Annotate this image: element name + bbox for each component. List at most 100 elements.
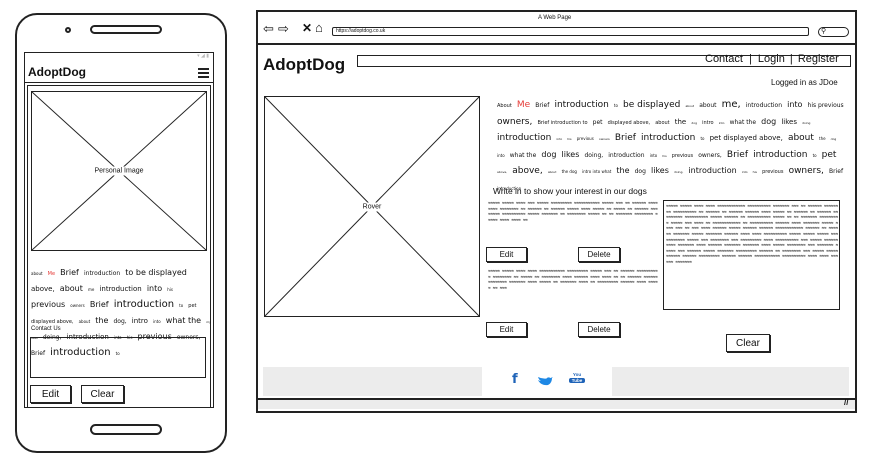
bio-word: introduction bbox=[753, 149, 808, 160]
bio-word: his bbox=[752, 170, 757, 174]
bio-word: About bbox=[497, 103, 512, 109]
bio-word: his bbox=[567, 137, 572, 141]
bio-word: to bbox=[115, 351, 120, 356]
bio-word: into bbox=[787, 100, 803, 109]
bio-word: above, bbox=[497, 170, 508, 174]
bio-word: introduction bbox=[497, 185, 522, 191]
bio-word: into bbox=[497, 152, 505, 158]
phone-logo[interactable]: AdoptDog bbox=[28, 65, 86, 79]
bio-word: the bbox=[95, 316, 109, 325]
bio-word: introduction bbox=[50, 347, 111, 358]
interest-message-2: ≈≈≈≈≈ ≈≈≈≈≈ ≈≈≈≈ ≈≈≈≈ ≈≈≈≈≈≈≈≈≈≈≈ ≈≈≈≈≈≈… bbox=[488, 268, 658, 290]
dog-bio-text: About Me Brief introduction to be displa… bbox=[497, 96, 849, 195]
youtube-icon[interactable]: You Tube bbox=[569, 372, 585, 388]
bio-word: previous bbox=[137, 332, 172, 341]
hamburger-menu-icon[interactable] bbox=[198, 68, 209, 78]
resize-grip-icon[interactable]: // bbox=[844, 398, 849, 407]
phone-contact-textarea[interactable] bbox=[30, 337, 206, 378]
bio-word: introduction bbox=[113, 299, 175, 310]
nav-separator: | bbox=[789, 53, 793, 65]
phone-camera bbox=[65, 27, 71, 33]
bio-word: about bbox=[787, 133, 814, 143]
bio-word: about bbox=[31, 271, 43, 276]
bio-word: dog bbox=[541, 149, 557, 159]
site-nav-bar bbox=[357, 55, 851, 67]
bio-word: above, bbox=[512, 166, 543, 176]
bio-word: introduction bbox=[688, 166, 737, 175]
bio-word: introduction bbox=[83, 270, 121, 277]
phone-edit-button[interactable]: Edit bbox=[30, 385, 71, 403]
address-bar[interactable]: https://adoptdog.co.uk bbox=[332, 27, 809, 36]
site-logo[interactable]: AdoptDog bbox=[263, 55, 346, 74]
bio-word: likes bbox=[781, 117, 797, 126]
nav-contact-link[interactable]: Contact bbox=[705, 53, 743, 65]
dog-image-label: Rover bbox=[360, 202, 384, 211]
phone-image-label: Personal Image bbox=[92, 166, 146, 176]
bio-word: me bbox=[87, 287, 95, 292]
bio-word: introduction bbox=[99, 285, 142, 293]
nav-register-link[interactable]: Register bbox=[797, 53, 839, 65]
bio-word: into bbox=[556, 137, 563, 141]
clear-button[interactable]: Clear bbox=[726, 334, 770, 352]
bio-word: displayed above, bbox=[607, 119, 651, 126]
phone-status-bar: ▾ ◢ ▮ bbox=[197, 53, 209, 59]
bio-word: Me bbox=[47, 271, 56, 277]
bio-word: doing bbox=[802, 120, 811, 125]
browser-search-box[interactable]: ⚲ bbox=[818, 27, 849, 37]
back-arrow-icon[interactable]: ⇦ bbox=[263, 21, 274, 36]
bio-word: into bbox=[153, 319, 161, 324]
bio-word: introduction bbox=[554, 100, 609, 110]
bio-word: above, bbox=[31, 285, 55, 293]
delete-button[interactable]: Delete bbox=[578, 322, 620, 337]
bio-word: Me bbox=[516, 100, 531, 110]
twitter-icon[interactable] bbox=[537, 374, 553, 386]
home-icon[interactable]: ⌂ bbox=[315, 20, 323, 35]
interest-textarea[interactable]: ≈≈≈≈≈ ≈≈≈≈≈ ≈≈≈≈ ≈≈≈≈ ≈≈≈≈≈≈≈≈≈≈≈≈ ≈≈≈≈≈… bbox=[663, 200, 840, 310]
bio-word: previous bbox=[31, 300, 66, 309]
bio-word: introduction bbox=[608, 151, 645, 159]
phone-personal-image: Personal Image bbox=[31, 91, 207, 251]
bio-word: previous bbox=[762, 169, 784, 175]
dog-image: Rover bbox=[264, 96, 480, 317]
phone-speaker bbox=[90, 25, 162, 34]
facebook-icon[interactable]: f bbox=[512, 372, 518, 387]
site-nav-links: Contact | Login | Register bbox=[705, 53, 839, 65]
horizontal-scrollbar[interactable] bbox=[258, 398, 855, 409]
bio-word: doing, bbox=[584, 151, 604, 159]
bio-word: to be displayed bbox=[125, 268, 187, 277]
bio-word: about bbox=[699, 102, 717, 109]
browser-title: A Web Page bbox=[538, 15, 572, 21]
edit-button[interactable]: Edit bbox=[486, 322, 527, 337]
phone-home-button[interactable] bbox=[90, 424, 162, 435]
bio-word: Brief bbox=[614, 133, 636, 143]
bio-word: pet displayed above, bbox=[31, 303, 197, 325]
bio-word: into bbox=[146, 284, 163, 293]
bio-word: previous bbox=[671, 152, 694, 159]
bio-word: be displayed bbox=[623, 100, 681, 110]
phone-contact-label: Contact Us bbox=[31, 326, 61, 332]
bio-word: his bbox=[167, 287, 173, 292]
edit-button[interactable]: Edit bbox=[486, 247, 527, 262]
stop-icon[interactable]: ✕ bbox=[302, 21, 313, 35]
bio-word: doing, bbox=[673, 170, 684, 174]
interest-heading: Write in to show your interest in our do… bbox=[493, 186, 647, 196]
bio-word: intro bbox=[702, 119, 714, 126]
bio-word: the bbox=[819, 136, 826, 141]
delete-button[interactable]: Delete bbox=[578, 247, 620, 262]
nav-login-link[interactable]: Login bbox=[757, 53, 785, 65]
bio-word: Brief bbox=[60, 268, 79, 277]
bio-word: my likes bbox=[31, 320, 211, 340]
youtube-tube: Tube bbox=[569, 378, 585, 383]
bio-word: Brief introduction to bbox=[537, 119, 588, 126]
forward-arrow-icon[interactable]: ⇨ bbox=[278, 21, 289, 36]
bio-word: Brief bbox=[535, 102, 550, 109]
phone-header-divider bbox=[25, 82, 213, 83]
bio-word: about bbox=[59, 284, 83, 293]
bio-word: about bbox=[547, 170, 557, 174]
logged-in-text: Logged in as JDoe bbox=[771, 78, 838, 87]
phone-screen: ▾ ◢ ▮ AdoptDog Personal Image about Me B… bbox=[24, 52, 214, 408]
phone-clear-button[interactable]: Clear bbox=[81, 385, 124, 403]
bio-word: dog, bbox=[113, 318, 127, 325]
bio-word: what the bbox=[729, 118, 757, 126]
bio-word: what the bbox=[165, 316, 202, 325]
